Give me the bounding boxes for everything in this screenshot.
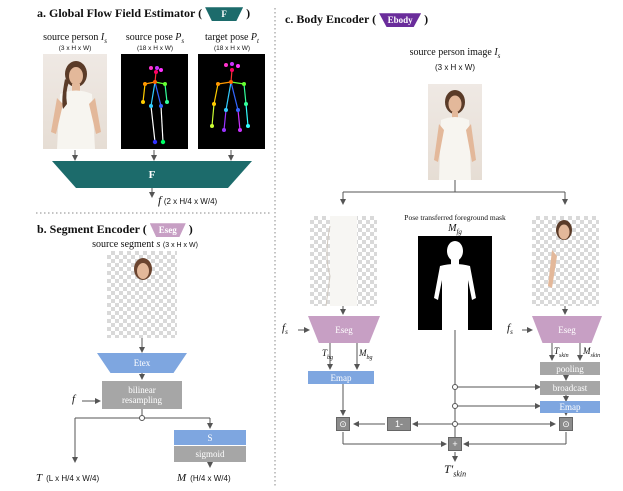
- badge-ebody: Ebody: [379, 13, 422, 28]
- panel-b-title-text: b. Segment Encoder (: [37, 222, 147, 236]
- target-pose-label: target pose Pt: [205, 32, 259, 45]
- source-pose-image: [121, 54, 188, 149]
- target-pose-image: [198, 54, 265, 149]
- fs-right-label: fs: [507, 322, 513, 337]
- skin-output-label: T'skin: [444, 462, 467, 479]
- source-person-image: [43, 54, 107, 149]
- eseg-left-block: Eseg: [308, 316, 380, 343]
- sum-op: +: [448, 437, 462, 451]
- eseg-right-block: Eseg: [532, 316, 602, 343]
- panel-a-title: a. Global Flow Field Estimator ( F ): [37, 6, 251, 22]
- hadamard-right-op: ⊙: [559, 417, 573, 431]
- source-person-dim: (3 x H x W): [58, 45, 92, 52]
- badge-f: F: [205, 7, 244, 22]
- bilinear-resampling-block: bilinear resampling: [102, 381, 182, 409]
- flow-input-label: f: [72, 393, 76, 405]
- skin-segment-image: [532, 216, 599, 306]
- flow-estimator-block: F: [52, 161, 252, 188]
- background-segment-image: [310, 216, 377, 307]
- mask-label: Pose transferred foreground mask: [404, 213, 506, 222]
- foreground-mask-image: [418, 236, 492, 330]
- source-pose-dim: (18 x H x W): [136, 45, 174, 52]
- tskin-label: Tskin: [554, 346, 569, 359]
- badge-eseg: Eseg: [149, 223, 186, 238]
- body-source-image: [428, 84, 482, 180]
- mask-symbol: Mfg: [448, 223, 462, 236]
- hadamard-left-op: ⊙: [336, 417, 350, 431]
- target-pose-dim: (18 x H x W): [213, 45, 251, 52]
- source-image-label: source person image Is: [409, 47, 501, 60]
- source-person-label: source person Is: [43, 32, 107, 45]
- fs-left-label: fs: [282, 322, 288, 337]
- source-segment-image: [107, 251, 177, 338]
- panel-c-title: c. Body Encoder ( Ebody ): [285, 12, 429, 28]
- texture-output-label: T (L x H/4 x W/4): [36, 472, 100, 484]
- mbg-label: Mbg: [359, 348, 373, 361]
- broadcast-block: broadcast: [540, 381, 600, 395]
- one-minus-op: 1-: [387, 417, 411, 431]
- source-pose-label: source pose Ps: [125, 32, 185, 45]
- pooling-block: pooling: [540, 362, 600, 375]
- sigmoid-block: sigmoid: [174, 446, 246, 462]
- texture-encoder-block: Etex: [97, 353, 187, 373]
- source-segment-label: source segment s (3 x H x W): [92, 239, 198, 250]
- flow-output-label: f (2 x H/4 x W/4): [158, 193, 218, 207]
- mask-output-label: M (H/4 x W/4): [177, 472, 231, 484]
- mskin-label: Mskin: [583, 346, 601, 359]
- emap-right-block: Emap: [540, 401, 600, 413]
- panel-c-title-text: c. Body Encoder (: [285, 12, 377, 26]
- tbg-label: Tbg: [322, 348, 334, 361]
- s-block: S: [174, 430, 246, 445]
- panel-a-title-text: a. Global Flow Field Estimator (: [37, 6, 203, 20]
- source-image-dim: (3 x H x W): [435, 63, 475, 72]
- emap-left-block: Emap: [308, 371, 374, 384]
- panel-b-title: b. Segment Encoder ( Eseg ): [37, 222, 193, 238]
